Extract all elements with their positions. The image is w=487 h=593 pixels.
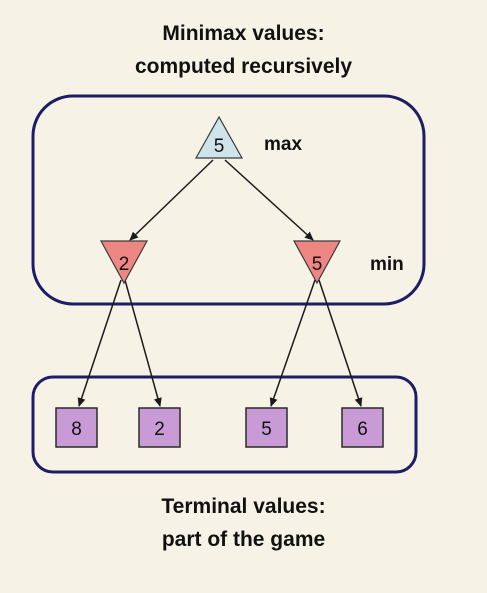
min-node-right-value: 5 [312, 254, 323, 275]
min-node-left-value: 2 [119, 254, 130, 275]
min-node-right: 5 [292, 240, 342, 285]
top-caption: Minimax values: computed recursively [0, 17, 487, 83]
terminal-values-frame [31, 375, 418, 474]
min-level-label: min [370, 254, 404, 275]
terminal-node-4-box [341, 407, 384, 448]
terminal-node-4: 6 [341, 407, 384, 448]
terminal-node-1: 8 [55, 407, 98, 448]
edge-min-right-to-terminal-3 [269, 279, 316, 407]
max-node: 5 [194, 115, 244, 159]
edge-min-left-to-terminal-2 [124, 279, 162, 407]
terminal-node-2-value: 2 [154, 419, 165, 440]
bottom-caption: Terminal values: part of the game [0, 490, 487, 556]
terminal-node-3-value: 5 [261, 419, 272, 440]
terminal-node-2: 2 [138, 407, 181, 448]
terminal-node-1-value: 8 [71, 419, 82, 440]
edge-min-left-to-terminal-1 [77, 279, 122, 407]
max-node-triangle [194, 115, 244, 159]
terminal-node-3: 5 [245, 407, 288, 448]
min-node-right-triangle [292, 240, 342, 285]
terminal-node-4-value: 6 [357, 419, 368, 440]
min-node-left: 2 [99, 240, 149, 285]
edge-root-to-min-right [224, 159, 314, 241]
edge-root-to-min-left [129, 159, 214, 241]
terminal-node-2-box [138, 407, 181, 448]
max-level-label: max [264, 134, 302, 155]
max-node-value: 5 [214, 136, 225, 157]
edge-min-right-to-terminal-4 [318, 279, 363, 407]
top-caption-line-2: computed recursively [134, 55, 353, 78]
minimax-levels-frame [31, 94, 426, 306]
terminal-node-3-box [245, 407, 288, 448]
bottom-caption-line-2: part of the game [161, 528, 326, 551]
terminal-node-1-box [55, 407, 98, 448]
min-node-left-triangle [99, 240, 149, 285]
top-caption-line-1: Minimax values: [162, 22, 325, 45]
bottom-caption-line-1: Terminal values: [161, 495, 326, 518]
